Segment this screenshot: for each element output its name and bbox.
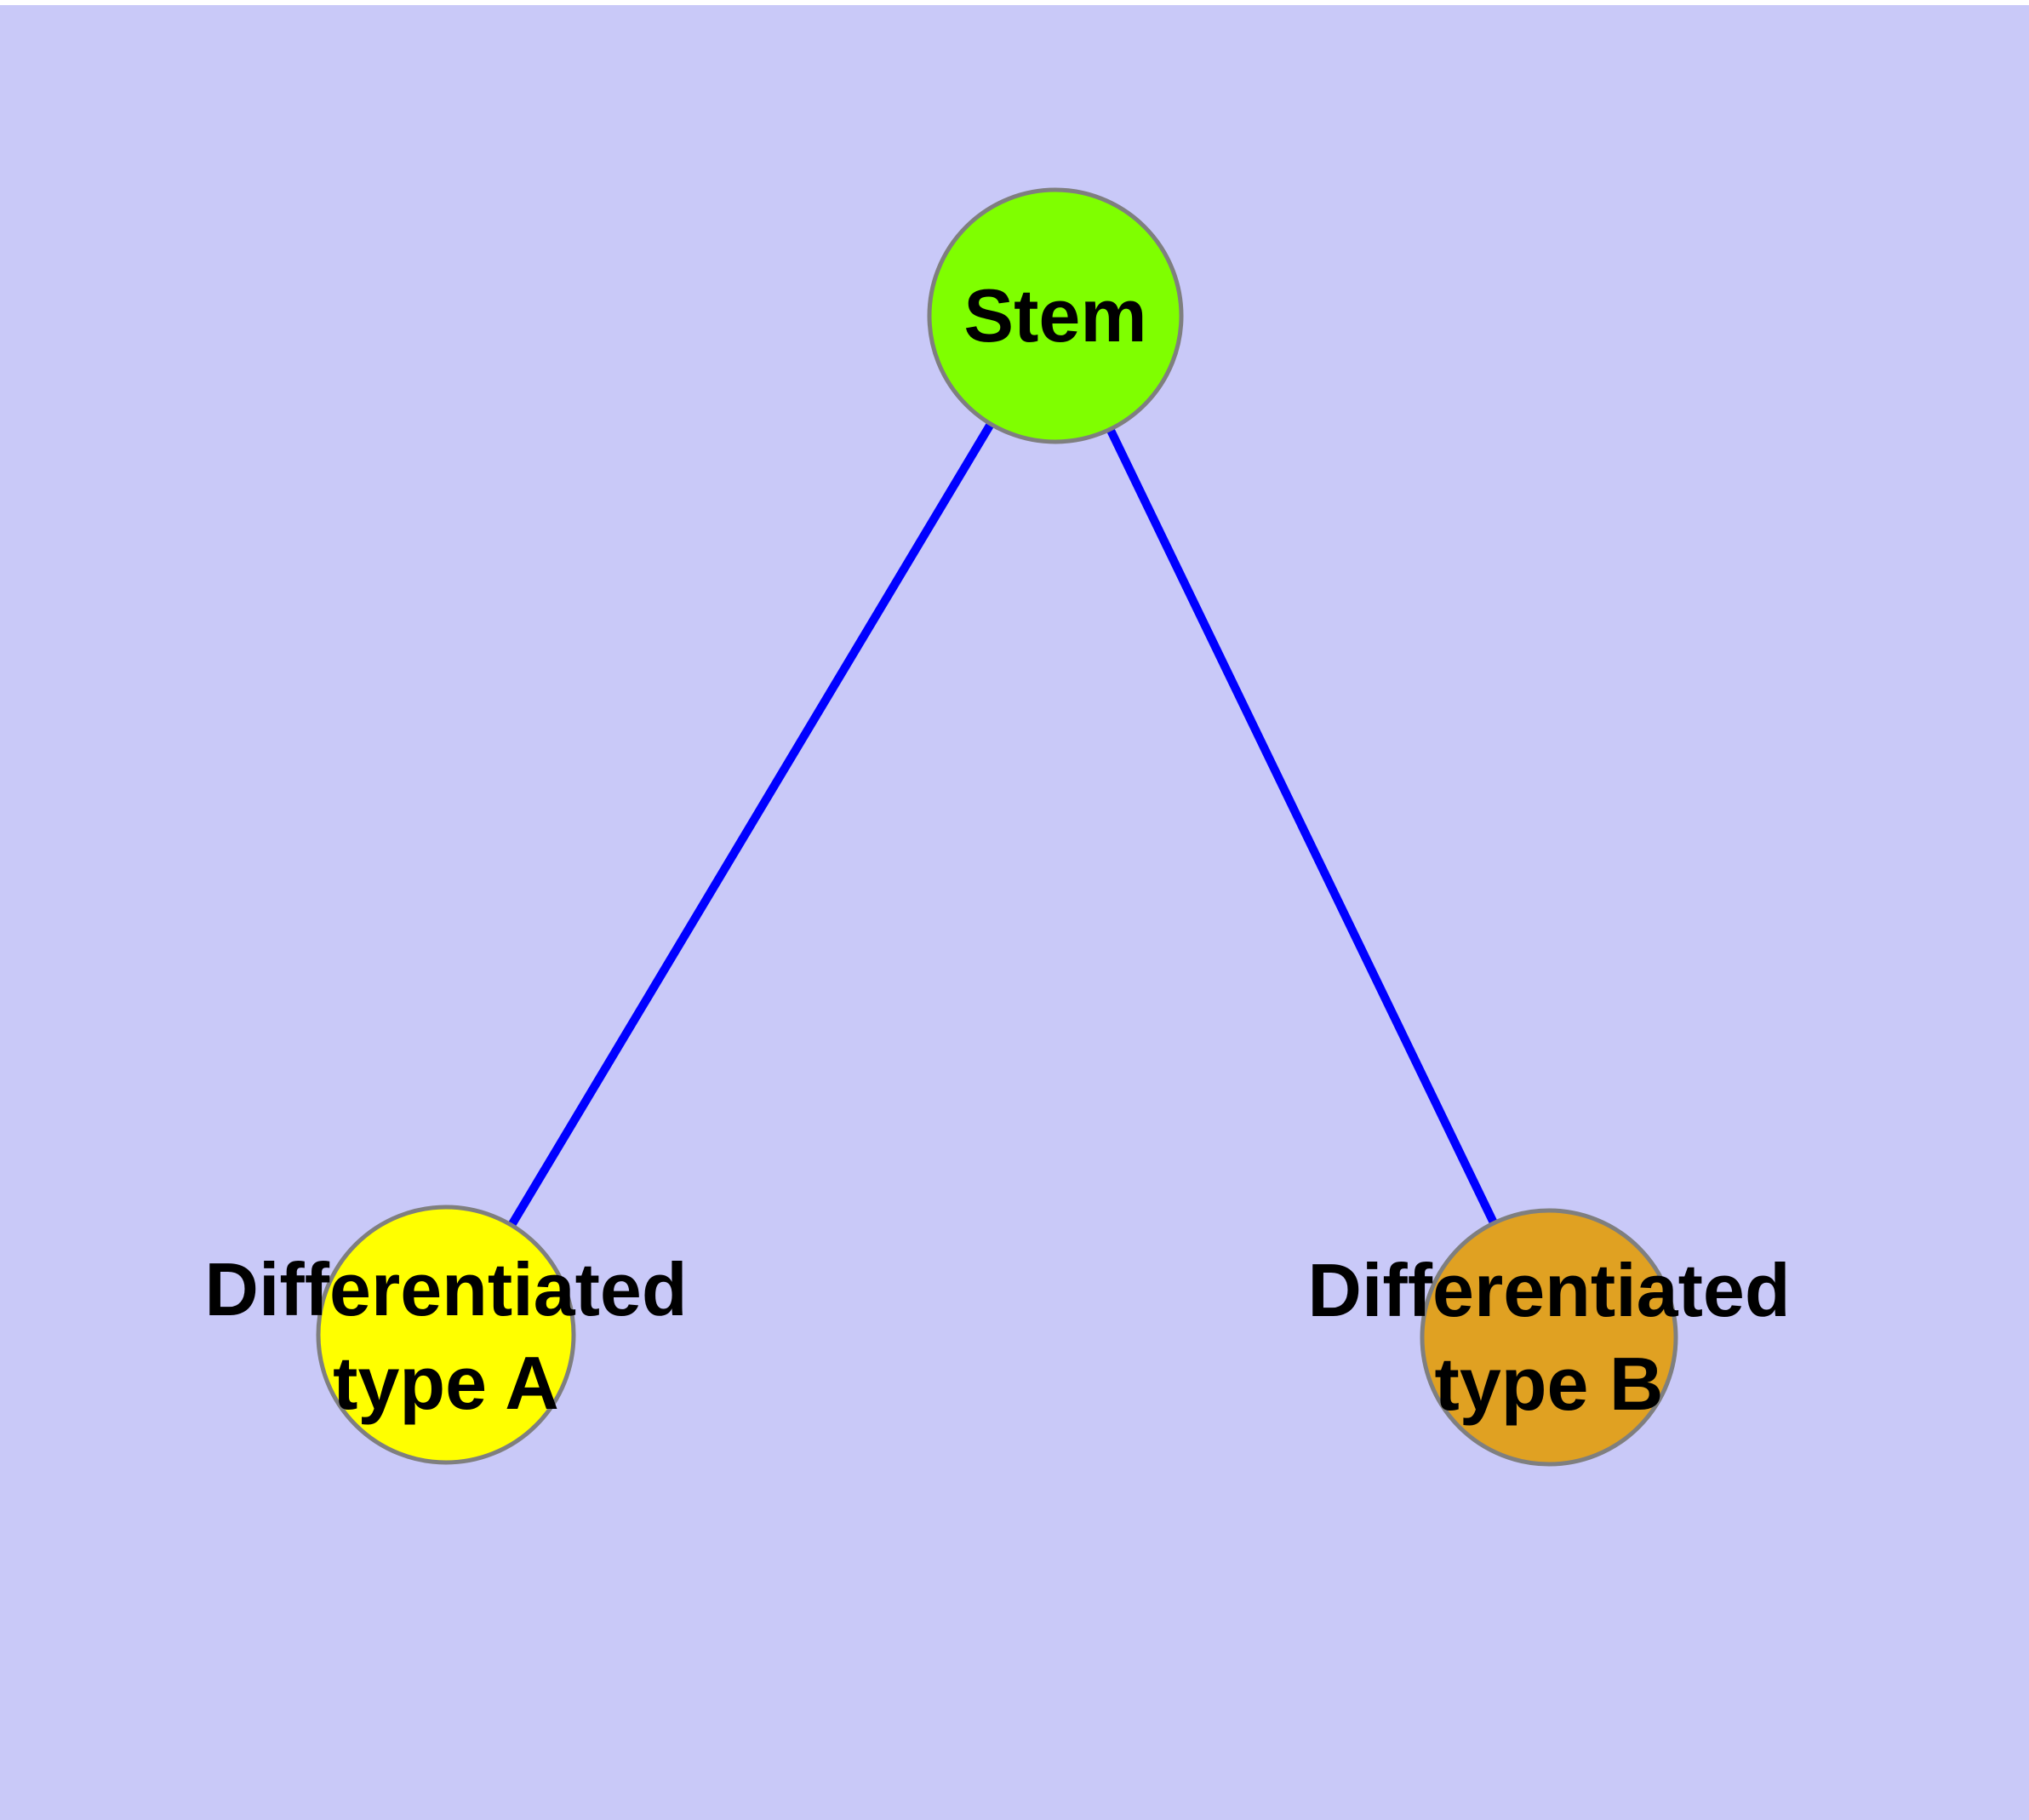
node-typeB-label-line1: Differentiated: [1307, 1248, 1791, 1332]
node-stem-circle: [927, 187, 1184, 444]
edge-stem-to-typeB: [1051, 313, 1553, 1340]
node-typeA-label-line1: Differentiated: [204, 1247, 688, 1331]
top-white-strip: [0, 0, 2029, 5]
node-typeA-label: Differentiated type A: [63, 1243, 829, 1430]
node-typeB-label: Differentiated type B: [1166, 1244, 1932, 1431]
node-typeB-label-line2: type B: [1434, 1342, 1664, 1426]
node-stem-label-text: Stem: [963, 273, 1147, 358]
node-typeA-circle: [316, 1205, 576, 1465]
node-typeA-label-line2: type A: [333, 1341, 559, 1425]
edge-stem-to-typeA: [442, 313, 1060, 1337]
node-typeB-circle: [1420, 1208, 1678, 1467]
node-stem-label: Stem: [672, 269, 1438, 363]
